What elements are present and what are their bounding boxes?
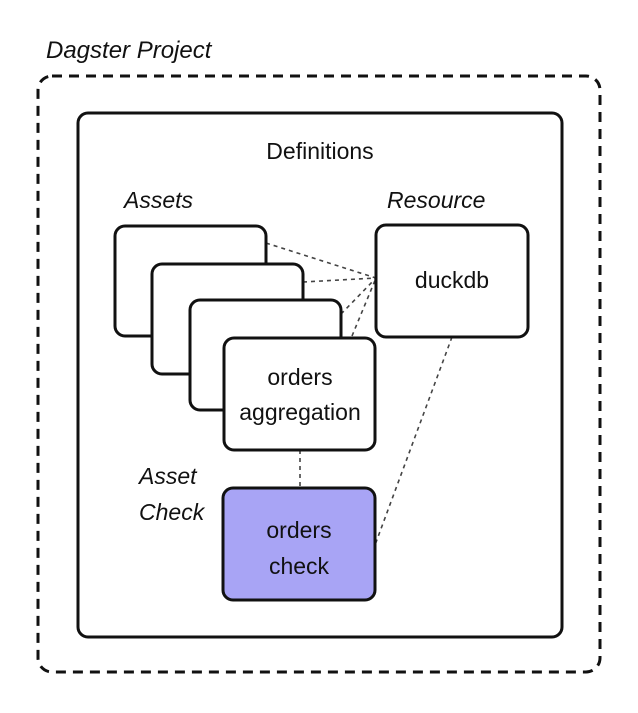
asset-check-section-label-line2: Check (139, 499, 206, 525)
orders-check-line1: orders (266, 517, 331, 543)
project-boundary (36, 74, 602, 674)
connector-asset4-duckdb (351, 277, 377, 337)
assets-section-label: Assets (122, 187, 194, 213)
orders-aggregation-line1: orders (267, 364, 332, 390)
project-label: Dagster Project (46, 37, 213, 64)
connector-lines (265, 242, 453, 546)
resource-section-label: Resource (387, 187, 485, 213)
definitions-title: Definitions (266, 138, 373, 164)
duckdb-label: duckdb (415, 267, 489, 293)
orders-aggregation-line2: aggregation (239, 399, 361, 425)
connector-duckdb-check (374, 336, 453, 546)
connector-asset3-duckdb (340, 277, 377, 315)
asset-check-section-label-line1: Asset (137, 463, 198, 489)
connector-asset1-duckdb (265, 242, 377, 279)
orders-check-asset-check[interactable] (221, 486, 377, 602)
orders-aggregation-asset[interactable] (222, 336, 377, 452)
orders-check-line2: check (269, 553, 330, 579)
duckdb-resource[interactable] (374, 223, 530, 339)
